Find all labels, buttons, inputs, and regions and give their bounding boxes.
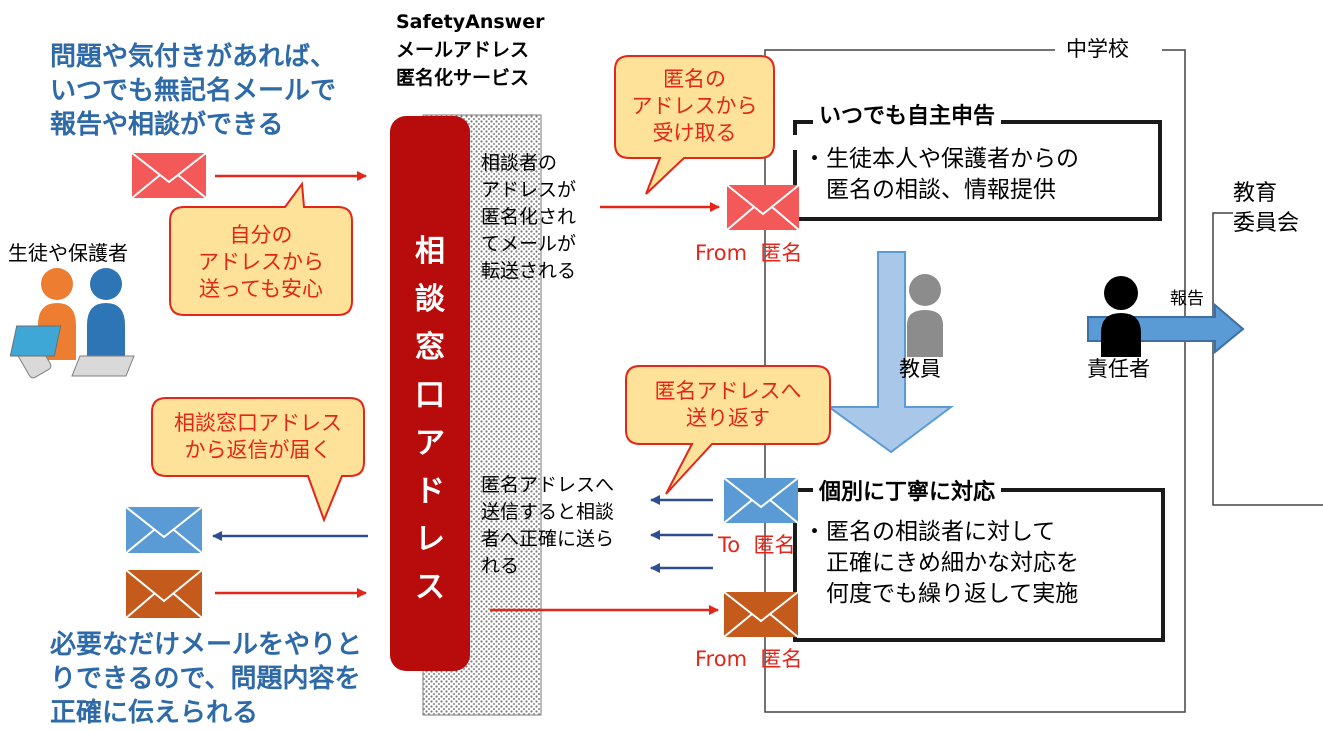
teacher-person-icon — [907, 274, 943, 357]
bubble-receive: 匿名の アドレスから 受け取る — [631, 67, 758, 145]
envelope-red-sender — [131, 152, 207, 199]
headline-bottom: 必要なだけメールをやりと りできるので、問題内容を 正確に伝えられる — [50, 630, 363, 728]
envelope-blue-sender — [125, 506, 203, 554]
box1-title: いつでも自主申告 — [813, 104, 1002, 130]
board-frame — [1212, 212, 1323, 506]
school-frame — [764, 49, 1186, 713]
board-label: 教育 委員会 — [1233, 181, 1300, 236]
report-label: 報告 — [1170, 289, 1204, 309]
manager-person-icon — [1101, 276, 1141, 357]
envelope-blue-school — [723, 477, 799, 524]
bubble-shape-safe — [169, 181, 353, 316]
headline-top: 問題や気付きがあれば、 いつでも無記名メールで 報告や相談ができる — [50, 42, 337, 140]
bubble-shape-receive — [614, 55, 775, 195]
window-label: 相談窓口アドレス — [415, 234, 445, 605]
forward-text: 相談者の アドレスが 匿名化され てメールが 転送される — [481, 152, 577, 282]
people-label: 生徒や保護者 — [8, 241, 128, 265]
bubble-safe: 自分の アドレスから 送っても安心 — [198, 223, 324, 301]
envelope-orange-sender — [125, 569, 203, 619]
teacher-label: 教員 — [899, 357, 941, 381]
bubble-reply: 匿名アドレスへ 送り返す — [654, 379, 802, 430]
box1-body: ・生徒本人や保護者からの 匿名の相談、情報提供 — [803, 146, 1079, 203]
down-block-arrow — [825, 251, 954, 454]
reply-text: 匿名アドレスへ 送信すると相談 者へ正確に送ら れる — [481, 474, 615, 577]
box2-body: ・匿名の相談者に対して 正確にきめ細かな対応を 何度でも繰り返して実施 — [803, 519, 1079, 607]
box2-title: 個別に丁寧に対応 — [813, 480, 1002, 506]
service-title: SafetyAnswer メールアドレス 匿名化サービス — [396, 11, 545, 89]
students-parents-icon — [9, 268, 135, 379]
manager-label: 責任者 — [1087, 357, 1150, 381]
from-label-1: From 匿名 — [695, 241, 803, 265]
consultation-window — [390, 116, 470, 671]
envelope-red-school — [726, 184, 800, 231]
bubble-shape-reply — [625, 365, 831, 495]
school-label: 中学校 — [1060, 36, 1135, 63]
bubble-reply-arrives: 相談窓口アドレス から返信が届く — [174, 411, 342, 462]
to-label: To 匿名 — [718, 533, 796, 557]
envelope-orange-school — [723, 591, 799, 638]
from-label-2: From 匿名 — [695, 647, 803, 671]
bubble-shape-reply-arrives — [151, 397, 365, 523]
